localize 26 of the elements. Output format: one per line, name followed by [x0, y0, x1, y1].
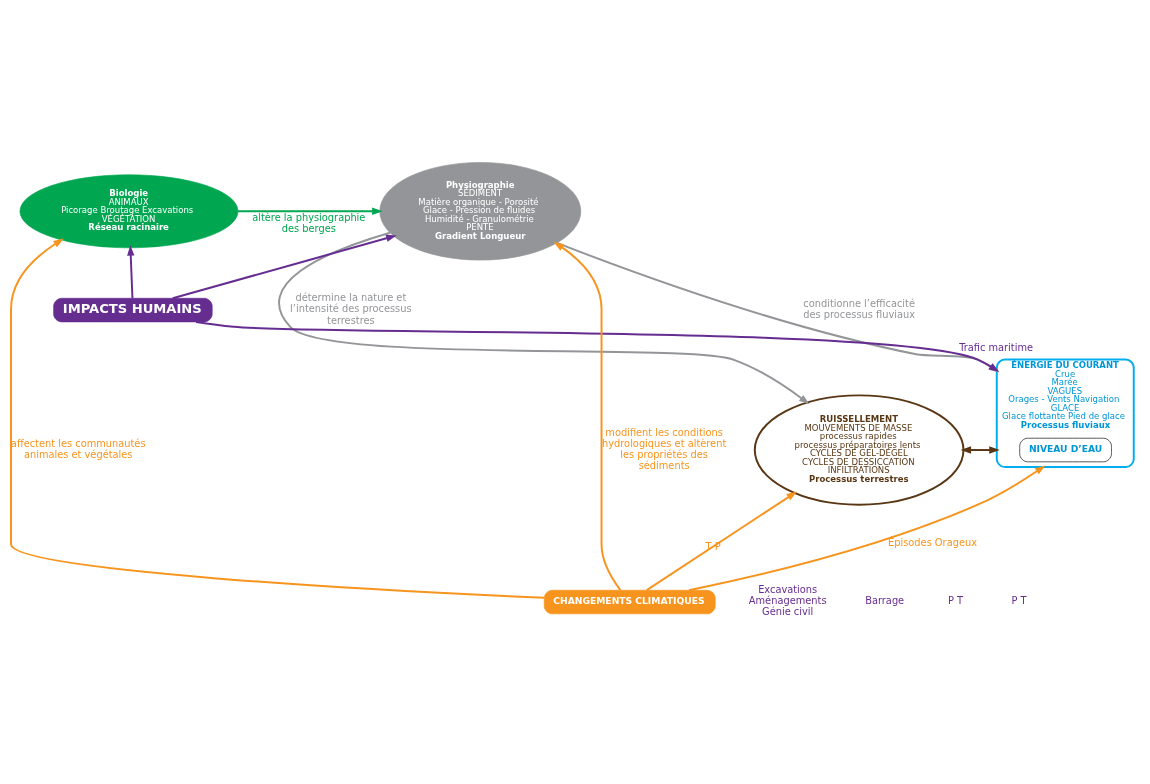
node-box: CHANGEMENTS CLIMATIQUES — [543, 589, 716, 615]
node-box: IMPACTS HUMAINS — [53, 297, 213, 323]
edge-label: altère la physiographie des berges — [252, 212, 366, 235]
node-box: NIVEAU D’EAU — [1019, 437, 1112, 463]
edge-label: détermine la nature et l’intensité des processus terrestres — [290, 292, 412, 326]
arrow — [127, 245, 135, 300]
edge-label: Trafic maritime — [959, 342, 1034, 354]
arrow — [688, 465, 1046, 592]
label: Excavations Aménagements Génie civil — [748, 584, 827, 618]
edge-label: affectent les communautés animales et végétales — [10, 437, 146, 460]
arrow — [555, 241, 1000, 373]
arrow — [237, 207, 383, 215]
edge-label: conditionne l’efficacité des processus fluviaux — [803, 297, 916, 320]
arrow — [278, 231, 810, 405]
arrow — [553, 241, 622, 592]
arrow — [171, 234, 397, 300]
label: P T — [947, 595, 964, 607]
arrow — [195, 320, 1000, 372]
arrow — [645, 491, 798, 592]
edge-label: modifient les conditions hydrologiques et altèrent les propriétés des sédiments — [602, 426, 727, 472]
label: P T — [1011, 595, 1027, 607]
label: Barrage — [865, 595, 905, 607]
arrow — [960, 446, 1000, 454]
edge-label: Épisodes Orageux — [888, 537, 978, 548]
node-ellipse: Physiographie SÉDIMENT Matière organique - Porosité Glace - Pression de fluides Humidité - Granulométrie PENTE Gradient Longueur — [379, 162, 582, 261]
arrow — [10, 238, 545, 599]
